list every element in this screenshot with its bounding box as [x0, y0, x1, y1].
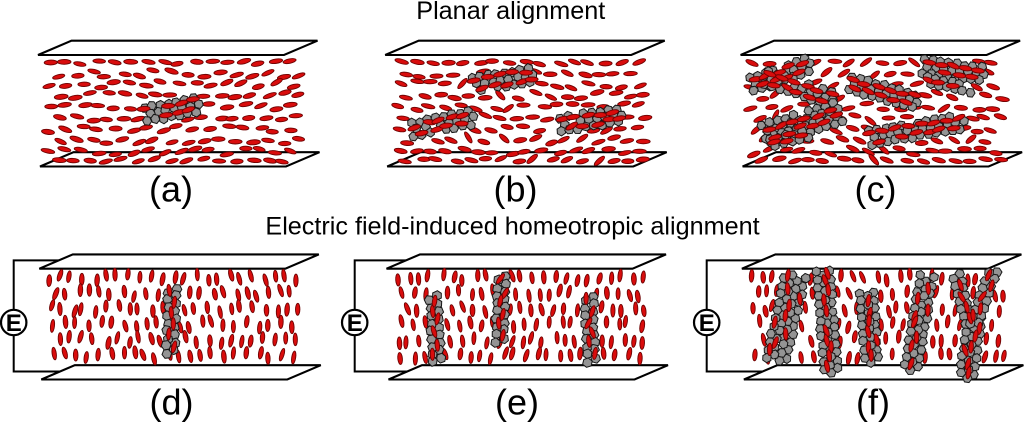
svg-text:Planar alignment: Planar alignment: [416, 0, 605, 25]
svg-text:(f): (f): [856, 382, 890, 423]
svg-text:(c): (c): [855, 169, 897, 210]
svg-text:E: E: [699, 310, 715, 337]
svg-text:(b): (b): [494, 169, 538, 210]
svg-text:(a): (a): [149, 169, 193, 210]
svg-text:E: E: [6, 310, 22, 337]
svg-text:Electric field-induced homeotr: Electric field-induced homeotropic align…: [265, 213, 759, 241]
svg-text:E: E: [347, 310, 363, 337]
svg-text:(e): (e): [495, 382, 539, 423]
svg-text:(d): (d): [150, 382, 194, 423]
